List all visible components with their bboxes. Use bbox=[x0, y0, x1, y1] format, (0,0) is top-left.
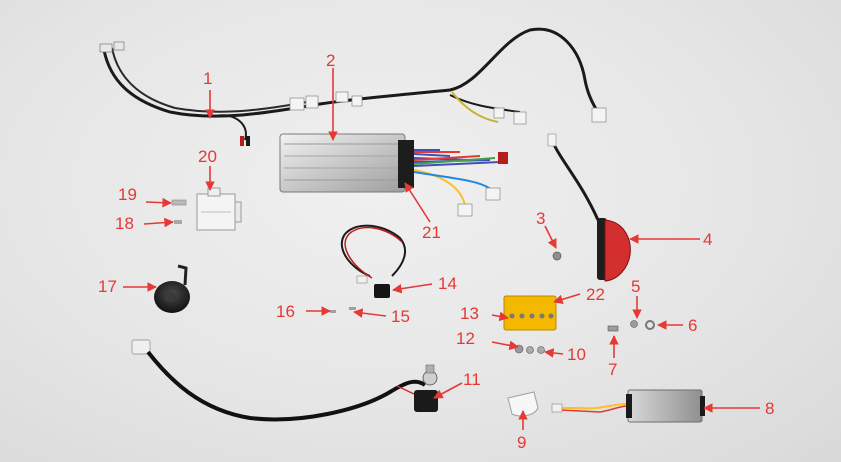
callout-arrows bbox=[123, 68, 760, 430]
motor-controller bbox=[279, 133, 508, 217]
callout-10: 10 bbox=[567, 345, 586, 364]
callout-3: 3 bbox=[536, 209, 546, 228]
callout-19: 19 bbox=[118, 185, 137, 204]
callout-15: 15 bbox=[391, 307, 410, 326]
screws-group bbox=[514, 344, 545, 354]
callout-4: 4 bbox=[703, 230, 713, 249]
callout-8: 8 bbox=[765, 399, 775, 418]
callout-1: 1 bbox=[203, 69, 213, 88]
wiring-harness bbox=[99, 27, 607, 146]
callout-12: 12 bbox=[456, 329, 475, 348]
speed-sensor-cable bbox=[131, 339, 438, 422]
callout-7: 7 bbox=[608, 360, 618, 379]
callout-11: 11 bbox=[463, 370, 481, 389]
callout-13: 13 bbox=[460, 304, 479, 323]
dial-plate bbox=[507, 391, 539, 417]
terminal-block bbox=[503, 295, 557, 331]
horn bbox=[154, 264, 190, 313]
tiny-screws bbox=[330, 307, 356, 313]
circuit-breaker bbox=[196, 187, 242, 231]
callout-14: 14 bbox=[438, 274, 457, 293]
callout-5: 5 bbox=[631, 277, 641, 296]
callout-16: 16 bbox=[276, 302, 295, 321]
spring-part bbox=[171, 199, 187, 206]
callout-22: 22 bbox=[586, 285, 605, 304]
small-nut bbox=[552, 251, 562, 261]
tail-light bbox=[547, 133, 631, 282]
callout-9: 9 bbox=[517, 433, 527, 452]
callout-18: 18 bbox=[115, 214, 134, 233]
callout-21: 21 bbox=[422, 223, 441, 242]
callout-20: 20 bbox=[198, 147, 217, 166]
converter-box bbox=[551, 389, 705, 423]
callout-2: 2 bbox=[326, 51, 336, 70]
bolt-and-washers bbox=[607, 320, 655, 332]
screw-part bbox=[174, 220, 182, 224]
switch-with-cable bbox=[340, 224, 407, 298]
callout-17: 17 bbox=[98, 277, 117, 296]
callout-6: 6 bbox=[688, 316, 698, 335]
